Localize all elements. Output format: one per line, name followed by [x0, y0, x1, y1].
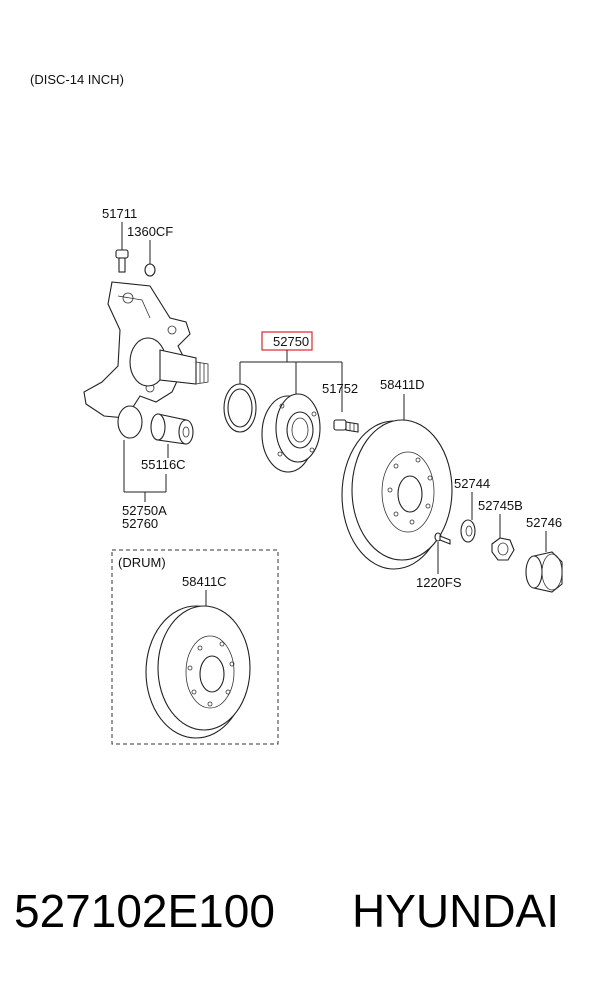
drum-variant-title: (DRUM): [118, 555, 166, 570]
label-52750A: 52750A: [122, 503, 167, 518]
disc-size-note: (DISC-14 INCH): [30, 72, 124, 87]
bushing-55116C: [150, 413, 194, 445]
wheel-hub: [261, 393, 321, 473]
label-58411D: 58411D: [380, 377, 425, 392]
label-55116C: 55116C: [141, 457, 186, 472]
label-51711: 51711: [102, 206, 137, 221]
label-51752: 51752: [322, 381, 358, 396]
hub-bolt-51752: [333, 419, 359, 433]
label-1220FS: 1220FS: [416, 575, 462, 590]
label-52744: 52744: [454, 476, 490, 491]
label-52750: 52750: [273, 334, 309, 349]
footer-part-number: 527102E100: [14, 885, 275, 937]
washer-52744: [460, 519, 476, 543]
screw-1220FS: [434, 532, 451, 545]
bolt-51711: [115, 249, 129, 273]
brake-drum-58411C: [145, 605, 251, 739]
drum-variant-box: [111, 549, 279, 745]
knuckle: [83, 281, 209, 439]
label-52745B: 52745B: [478, 498, 523, 513]
brake-disc-58411D: [341, 419, 453, 570]
grease-cap-52746: [525, 551, 563, 593]
abs-tone-ring: [223, 383, 257, 433]
label-1360CF: 1360CF: [127, 224, 173, 239]
label-58411C: 58411C: [182, 574, 227, 589]
hub-nut-52745B: [491, 537, 515, 561]
label-52760: 52760: [122, 516, 158, 531]
footer-brand: HYUNDAI: [352, 885, 559, 937]
washer-1360CF: [144, 263, 156, 277]
label-52746: 52746: [526, 515, 562, 530]
